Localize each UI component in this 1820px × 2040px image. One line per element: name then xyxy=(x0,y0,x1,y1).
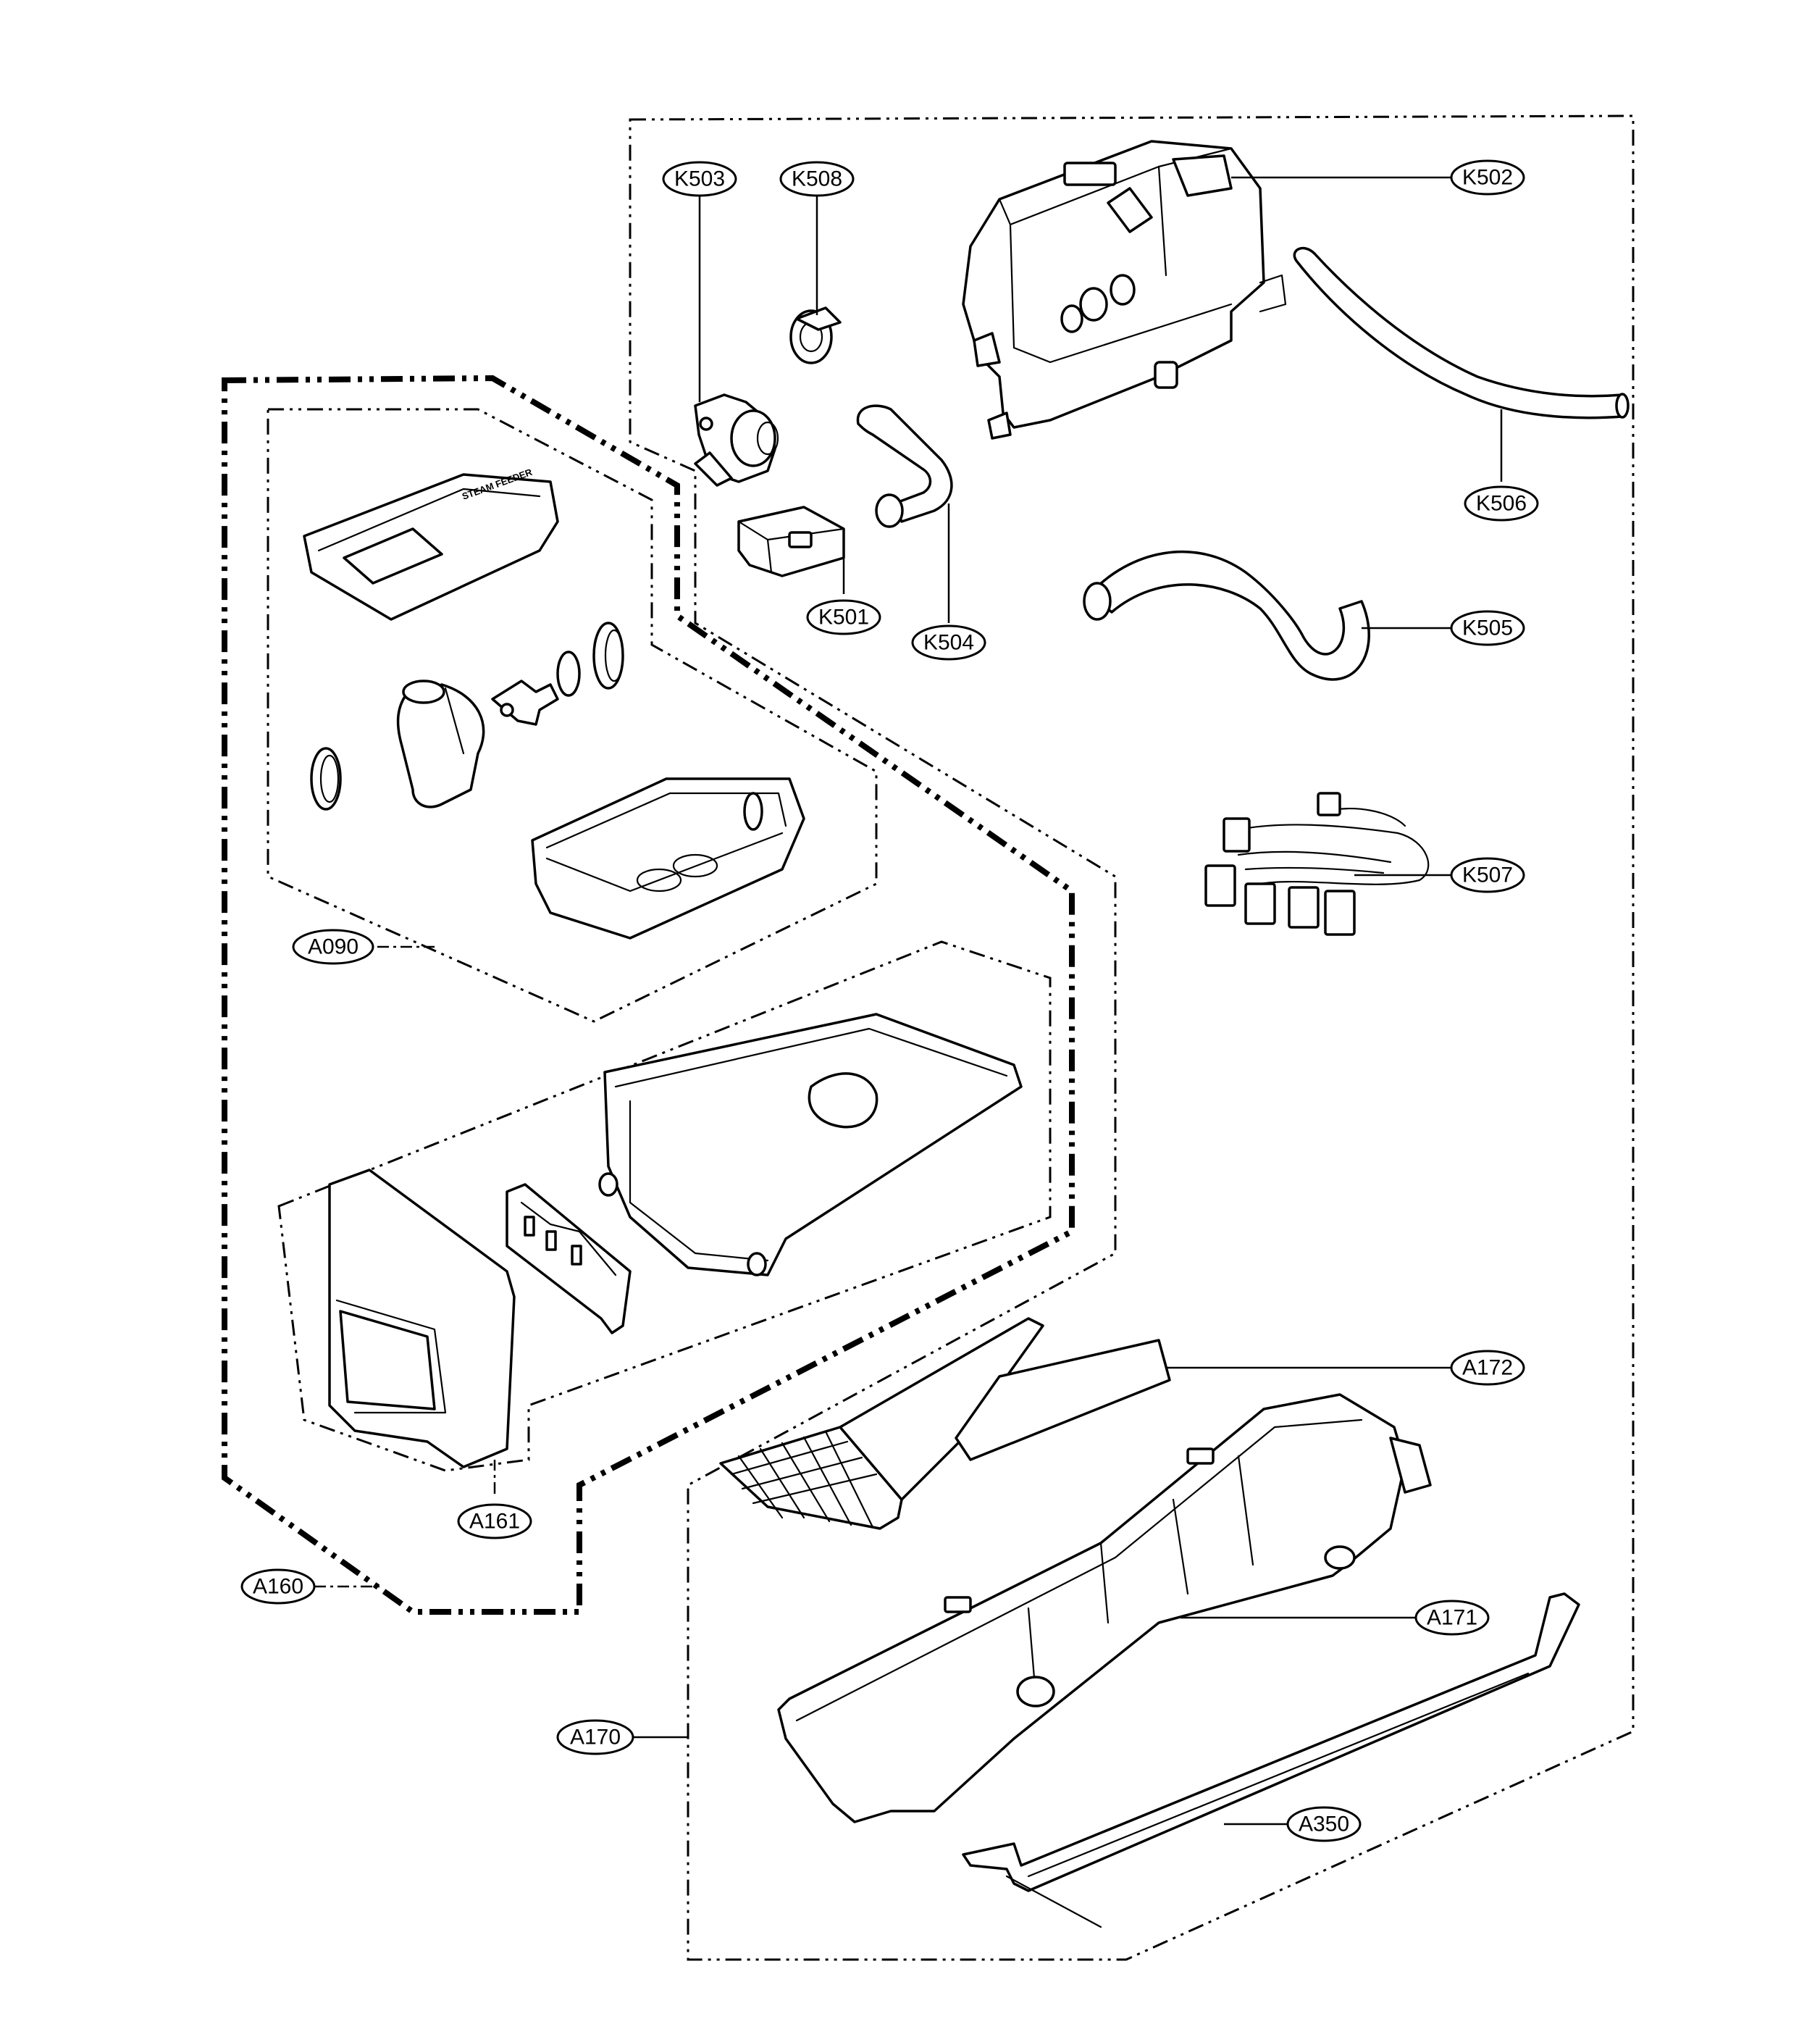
label-k508: K508 xyxy=(779,161,855,197)
a161-group-boundary xyxy=(277,940,1052,1472)
clamp-part xyxy=(789,306,842,364)
k-group-boundary xyxy=(629,114,1635,1961)
label-a170-text: A170 xyxy=(570,1726,621,1750)
label-a090: A090 xyxy=(292,929,374,965)
elbow-hose-part xyxy=(856,404,953,528)
label-a160: A160 xyxy=(240,1568,316,1605)
drawer-insert-part xyxy=(506,1183,632,1334)
label-k504-text: K504 xyxy=(923,631,974,655)
duct-part xyxy=(777,1393,1432,1823)
gasket-large-part xyxy=(592,622,624,690)
label-k501-text: K501 xyxy=(818,606,869,630)
support-bar-part xyxy=(962,1592,1580,1928)
label-a171: A171 xyxy=(1414,1600,1490,1636)
label-k506-text: K506 xyxy=(1476,492,1527,516)
label-k502-text: K502 xyxy=(1462,166,1513,190)
label-k503: K503 xyxy=(662,161,737,197)
steam-generator-part xyxy=(962,140,1287,440)
bracket-part xyxy=(737,506,845,577)
wire-harness-part xyxy=(1204,792,1430,936)
label-k505-text: K505 xyxy=(1462,616,1513,640)
grid-cover-part xyxy=(719,1317,1171,1530)
label-k508-text: K508 xyxy=(792,167,842,191)
ring-part xyxy=(310,747,342,811)
label-k501: K501 xyxy=(806,599,881,635)
label-k502: K502 xyxy=(1450,159,1525,196)
label-a172-text: A172 xyxy=(1462,1356,1513,1380)
a090-group-boundary xyxy=(267,408,878,1023)
steam-feeder-lid-part: STEAM FEEDER xyxy=(303,467,559,621)
fitting-part xyxy=(491,680,559,726)
label-k504: K504 xyxy=(911,624,986,661)
label-a172: A172 xyxy=(1450,1350,1525,1386)
label-k507-text: K507 xyxy=(1462,864,1513,887)
label-k507: K507 xyxy=(1450,857,1525,893)
label-k505: K505 xyxy=(1450,610,1525,646)
label-a171-text: A171 xyxy=(1427,1606,1477,1630)
s-hose-part xyxy=(1083,550,1370,681)
label-a161-text: A161 xyxy=(469,1510,520,1534)
long-hose-part xyxy=(1293,246,1630,419)
label-k503-text: K503 xyxy=(674,167,725,191)
label-a161: A161 xyxy=(457,1503,532,1539)
valve-part xyxy=(694,393,779,487)
label-a350-text: A350 xyxy=(1299,1813,1349,1836)
label-a090-text: A090 xyxy=(308,935,358,959)
label-a160-text: A160 xyxy=(253,1575,303,1599)
label-k506: K506 xyxy=(1464,485,1539,522)
tray-part xyxy=(531,777,805,940)
label-a170: A170 xyxy=(556,1719,634,1755)
gasket-small-part xyxy=(556,651,581,697)
label-a350: A350 xyxy=(1286,1806,1362,1842)
dispenser-housing-part xyxy=(598,1013,1023,1276)
a160-group-boundary xyxy=(222,375,1075,1615)
drawer-panel-part xyxy=(328,1169,516,1468)
elbow-pipe-part xyxy=(396,680,485,808)
